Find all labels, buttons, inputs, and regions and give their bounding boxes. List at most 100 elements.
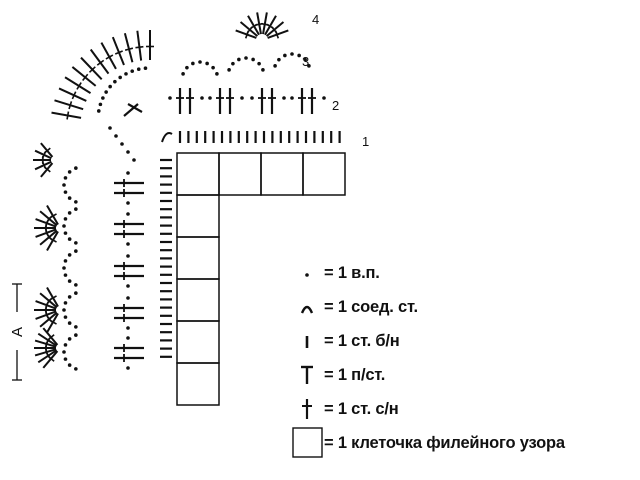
chain-mark xyxy=(63,217,68,221)
fan-stitch-mark xyxy=(39,292,58,309)
fan-stitch-mark xyxy=(39,229,58,246)
fan-stitch-mark xyxy=(35,218,57,228)
chain-mark xyxy=(67,237,72,241)
fan-stitch-mark xyxy=(264,15,277,36)
half-double-mark xyxy=(127,103,143,113)
double-crochet-symbol-icon xyxy=(290,394,324,424)
chain-mark xyxy=(62,183,66,187)
arc-symbol-icon xyxy=(290,292,324,322)
fan-stitch-mark xyxy=(34,149,52,160)
chain-mark xyxy=(74,207,78,211)
fan-stitch-mark-bar xyxy=(88,66,96,73)
chain-mark xyxy=(126,171,130,175)
chain-mark xyxy=(126,254,130,258)
chain-mark xyxy=(215,72,219,76)
chain-mark xyxy=(303,57,307,62)
chain-mark xyxy=(244,56,248,60)
chain-mark xyxy=(67,279,72,283)
chain-mark xyxy=(322,96,326,100)
chain-mark xyxy=(290,96,294,100)
chain-mark xyxy=(126,284,130,288)
legend-text-filet-square: = 1 клеточка филейного узора xyxy=(324,433,565,452)
chain-mark xyxy=(63,343,68,347)
chain-mark xyxy=(126,201,130,205)
chain-mark xyxy=(62,350,66,354)
fan-stitch-mark-bar xyxy=(96,59,105,66)
fan-stitch-mark-bar xyxy=(71,91,77,100)
chain-mark xyxy=(62,308,66,312)
legend-row-slip-stitch: = 1 соед. ст. xyxy=(290,290,640,324)
chain-mark xyxy=(62,224,66,228)
chain-mark xyxy=(114,134,118,138)
chain-mark xyxy=(307,64,311,68)
chain-mark xyxy=(181,72,185,76)
fan-stitch-mark xyxy=(58,87,87,102)
fan-stitch-mark xyxy=(123,32,134,63)
fan-stitch-mark-bar xyxy=(68,101,73,110)
fan-stitch-mark xyxy=(34,348,57,357)
row-label-1: 1 xyxy=(362,134,369,149)
chain-mark xyxy=(101,96,105,100)
chain-mark xyxy=(98,102,103,107)
chain-mark xyxy=(290,52,294,56)
chain-mark xyxy=(126,242,130,246)
legend-row-filet-square: = 1 клеточка филейного узора xyxy=(290,426,640,460)
repeat-label: A xyxy=(9,327,26,337)
chain-mark xyxy=(126,366,130,370)
fan-stitch-mark xyxy=(40,142,54,158)
chain-mark xyxy=(240,96,244,100)
chain-mark xyxy=(277,57,281,62)
fan-stitch-mark xyxy=(235,29,257,39)
fan-stitch-mark xyxy=(39,311,58,328)
chain-mark xyxy=(108,126,112,130)
fan-stitch-mark-bar xyxy=(49,213,57,219)
chain-mark xyxy=(120,142,124,146)
chain-mark xyxy=(67,363,72,367)
chain-mark xyxy=(297,53,301,58)
fan-stitch-mark xyxy=(35,300,57,310)
fan-stitch-mark xyxy=(71,66,97,87)
chain-mark xyxy=(63,315,68,319)
fan-stitch-mark xyxy=(262,12,268,35)
fan-stitch-mark xyxy=(239,21,259,37)
fan-stitch-mark xyxy=(46,204,59,226)
chain-mark xyxy=(74,291,78,295)
fan-stitch-mark xyxy=(64,76,92,94)
filet-square-symbol-icon xyxy=(290,427,324,458)
chain-mark xyxy=(63,273,68,277)
chain-mark xyxy=(74,333,78,337)
chain-mark xyxy=(63,301,68,305)
fan-stitch-mark xyxy=(100,42,117,70)
legend-text-double-crochet: = 1 ст. с/н xyxy=(324,399,399,418)
row-label-4: 4 xyxy=(312,12,319,27)
filet-cell xyxy=(176,152,220,196)
row-labels: 1 2 3 4 xyxy=(302,12,369,149)
filet-cell xyxy=(176,362,220,406)
fan-stitch-mark xyxy=(37,332,58,347)
chain-mark xyxy=(63,357,68,361)
chain-mark xyxy=(74,367,78,371)
chain-mark xyxy=(191,61,195,66)
chain-mark xyxy=(108,84,112,89)
chain-mark xyxy=(130,69,135,73)
half-double-mark xyxy=(123,103,139,117)
fan-stitch-mark xyxy=(89,48,110,75)
chain-mark xyxy=(74,283,78,287)
row-label-3: 3 xyxy=(302,54,309,69)
fan-stitch-mark-bar xyxy=(274,30,280,39)
fan-stitch-mark xyxy=(39,210,58,227)
chain-mark xyxy=(126,336,130,340)
chain-mark xyxy=(74,325,78,329)
chain-mark xyxy=(67,170,72,174)
chain-mark xyxy=(67,253,72,257)
chain-mark xyxy=(261,68,265,72)
filet-grid xyxy=(176,152,346,406)
fan-stitch-mark xyxy=(35,310,57,320)
fan-stitch-mark-bar xyxy=(105,54,114,60)
chain-mark xyxy=(67,211,72,215)
chain-mark xyxy=(63,190,68,194)
legend-row-half-double: = 1 п/ст. xyxy=(290,358,640,392)
chain-mark xyxy=(118,75,122,80)
chain-mark xyxy=(205,61,209,66)
